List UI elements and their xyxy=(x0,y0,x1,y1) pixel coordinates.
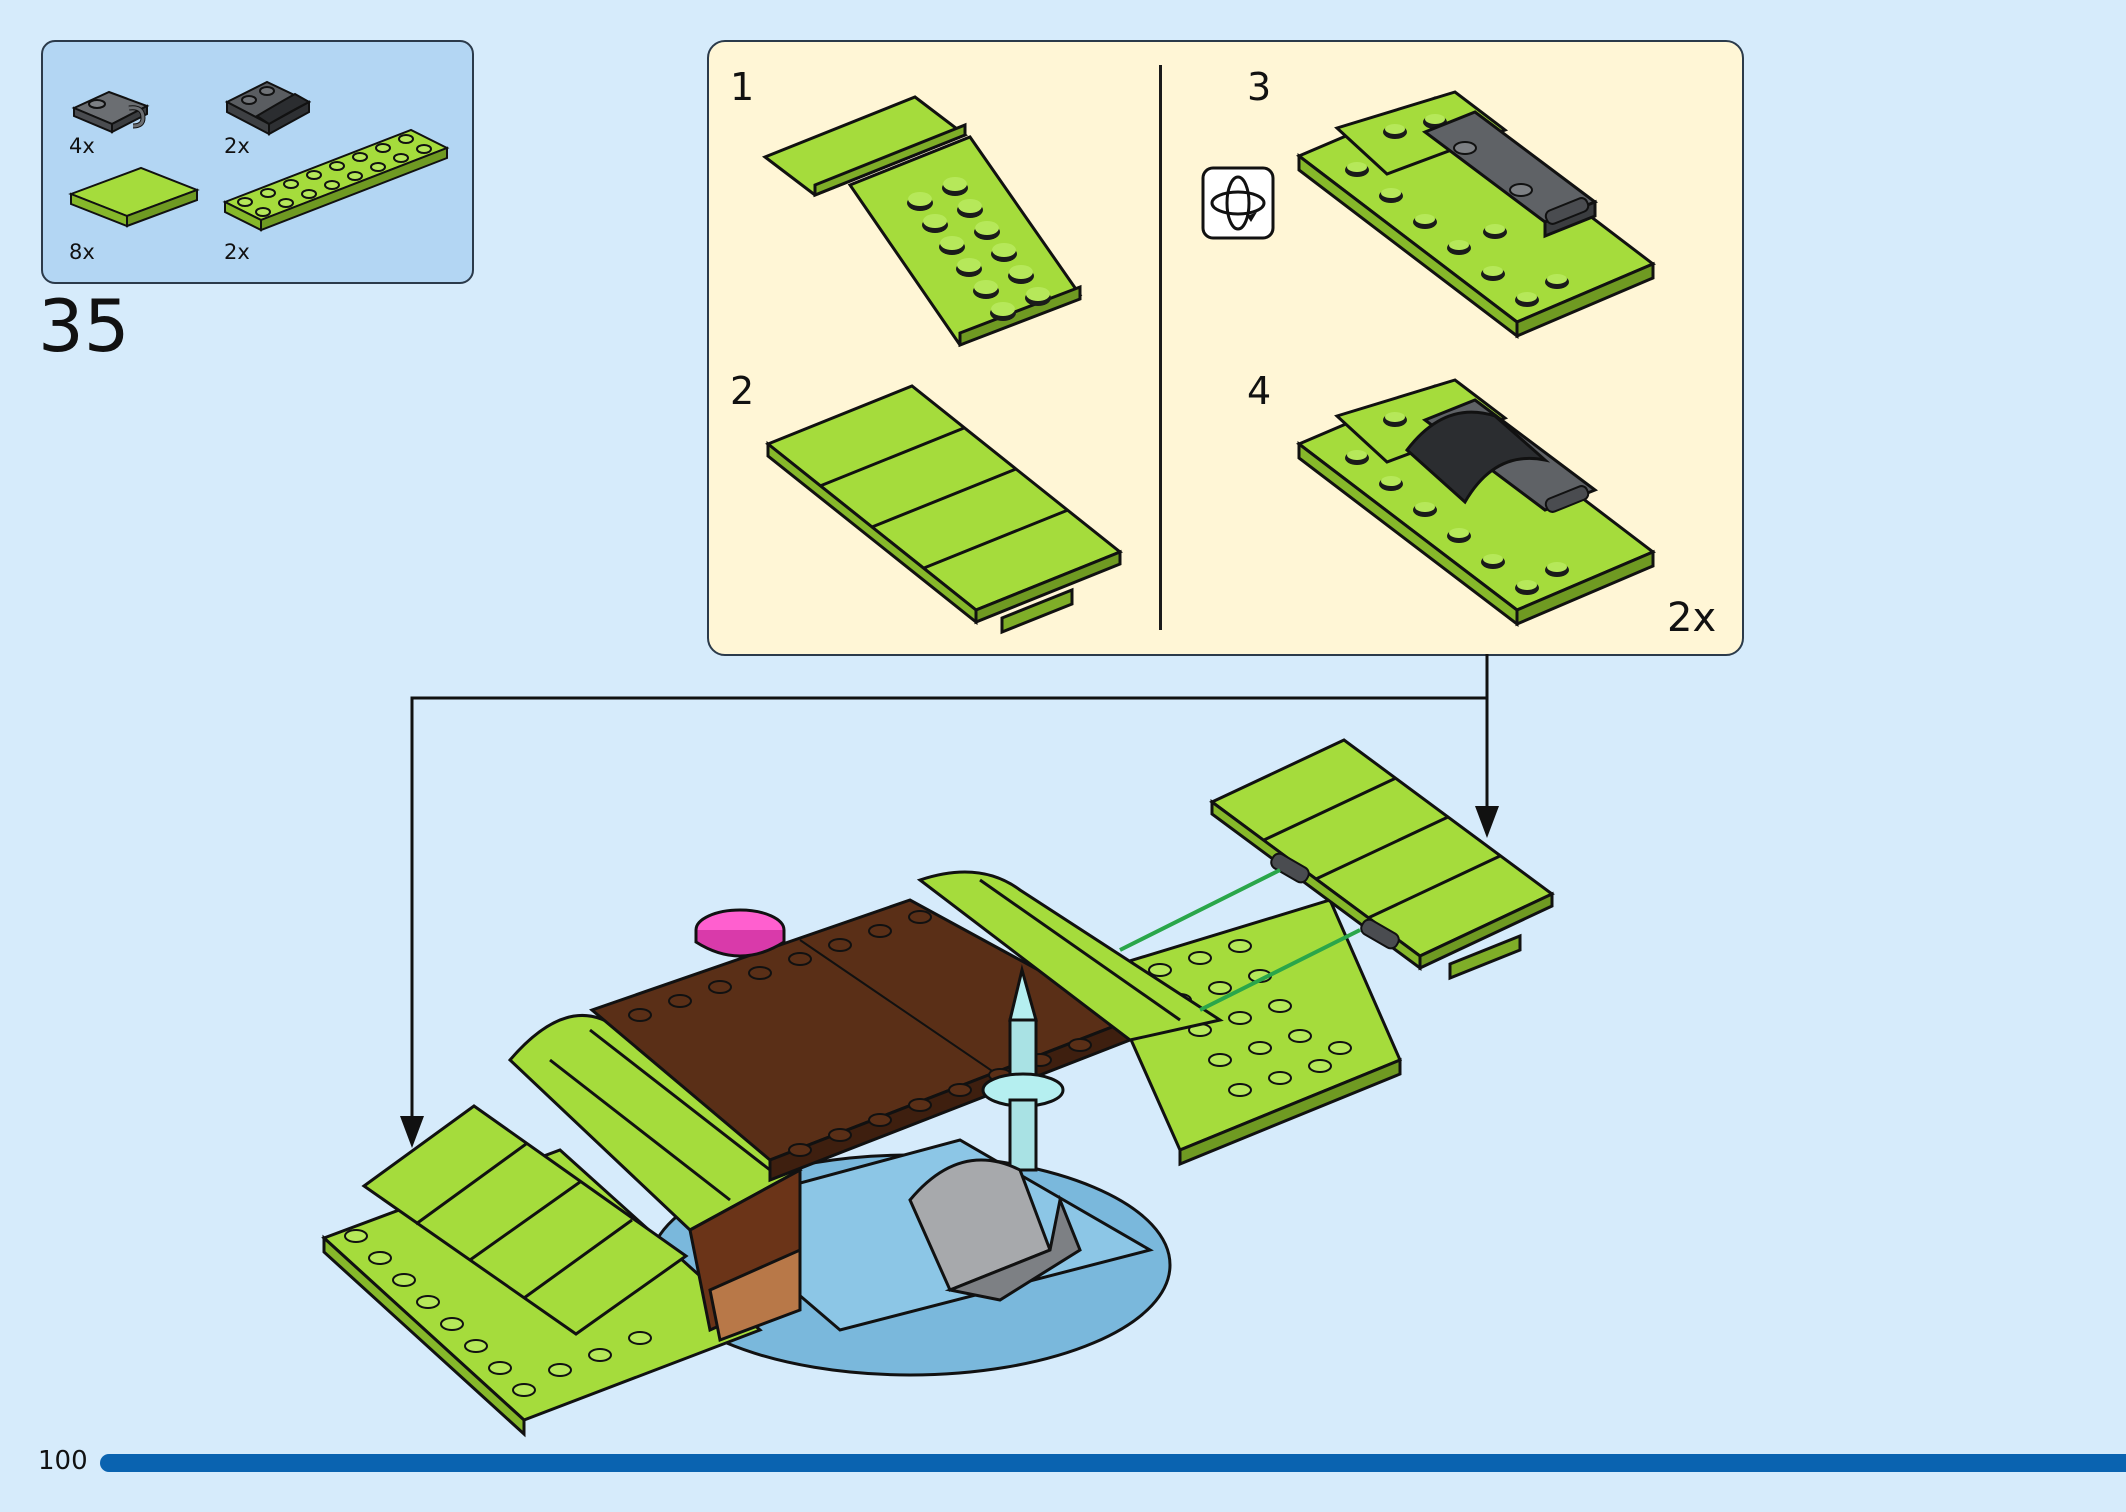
part-quantity: 2x xyxy=(224,134,250,158)
substep-number-3: 3 xyxy=(1247,65,1272,109)
step-number: 35 xyxy=(38,284,130,368)
substep-3-illustration xyxy=(1296,90,1656,340)
page-progress-bar xyxy=(100,1454,2126,1472)
rotate-model-icon xyxy=(1201,166,1275,240)
dark-gray-curved-slope-icon xyxy=(224,80,312,136)
page-number: 100 xyxy=(38,1446,88,1476)
parts-list-callout: 4x 2x 8x 2x xyxy=(41,40,474,284)
substep-2-illustration xyxy=(765,384,1123,635)
substep-4-illustration xyxy=(1296,378,1656,628)
substep-number-4: 4 xyxy=(1247,369,1272,413)
lime-tile-icon xyxy=(68,166,200,228)
substep-number-1: 1 xyxy=(730,65,755,109)
substep-number-2: 2 xyxy=(730,369,755,413)
main-model-illustration xyxy=(321,738,1555,1438)
sub-assembly-multiplier: 2x xyxy=(1667,595,1717,641)
part-quantity: 4x xyxy=(69,134,95,158)
part-quantity: 8x xyxy=(69,240,95,264)
substep-divider xyxy=(1159,65,1162,630)
dark-gray-plate-with-clip-icon xyxy=(71,90,150,134)
lime-plate-2x8-icon xyxy=(222,128,450,232)
part-quantity: 2x xyxy=(224,240,250,264)
substep-1-illustration xyxy=(761,95,1083,348)
